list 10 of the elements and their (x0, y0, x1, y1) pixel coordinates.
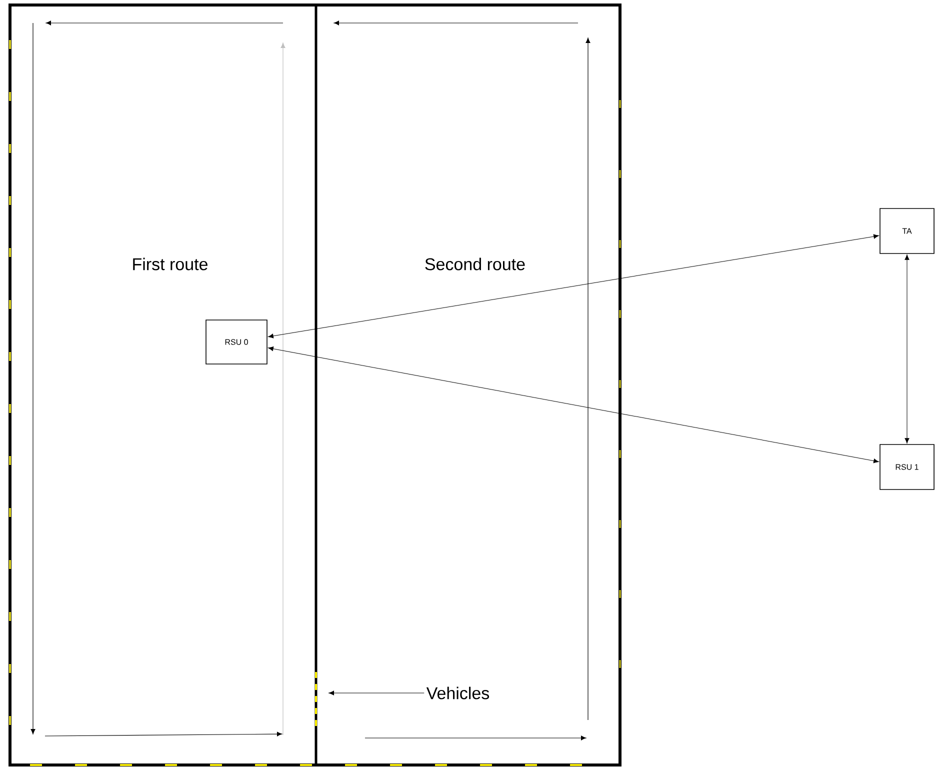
unit-box: RSU 0 (206, 320, 268, 364)
unit-box: RSU 1 (880, 444, 934, 490)
vehicles-label: Vehicles (426, 686, 490, 700)
route-label: Second route (425, 258, 525, 270)
leader-arrow (328, 690, 424, 696)
link-arrow (268, 234, 879, 338)
link-arrow (904, 254, 910, 444)
link-arrow (268, 346, 879, 464)
route-label: First route (133, 258, 208, 270)
unit-box: TA (880, 208, 934, 254)
